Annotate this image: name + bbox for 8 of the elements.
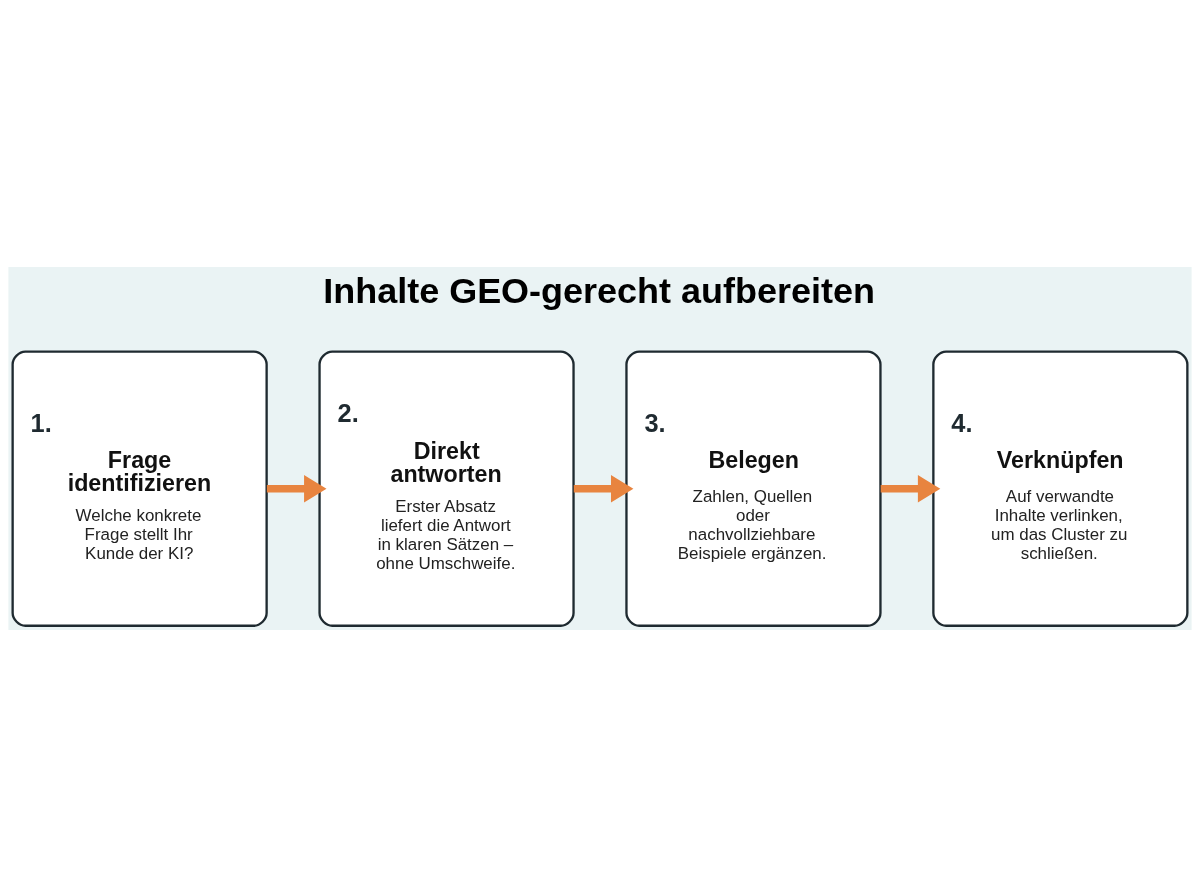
node-box: 4. Verknüpfen Auf verwandte Inhalte verlinken, um das Cluster zu schließen. [932, 350, 1189, 627]
node-box: 1. Frage identifizieren Welche konkrete Frage stellt Ihr Kunde der KI? [11, 350, 268, 627]
diagram-title: Inhalte GEO-gerecht aufbereiten [323, 269, 875, 311]
arrow [266, 474, 327, 502]
node-box: 2. Direkt antworten Erster Absatz liefert die Antwort in klaren Sätzen – ohne Umschweife. [318, 350, 575, 627]
node-box: 3. Belegen Zahlen, Quellen oder nachvollziehbare Beispiele ergänzen. [625, 350, 882, 627]
arrow [573, 474, 634, 502]
arrow [880, 474, 941, 502]
